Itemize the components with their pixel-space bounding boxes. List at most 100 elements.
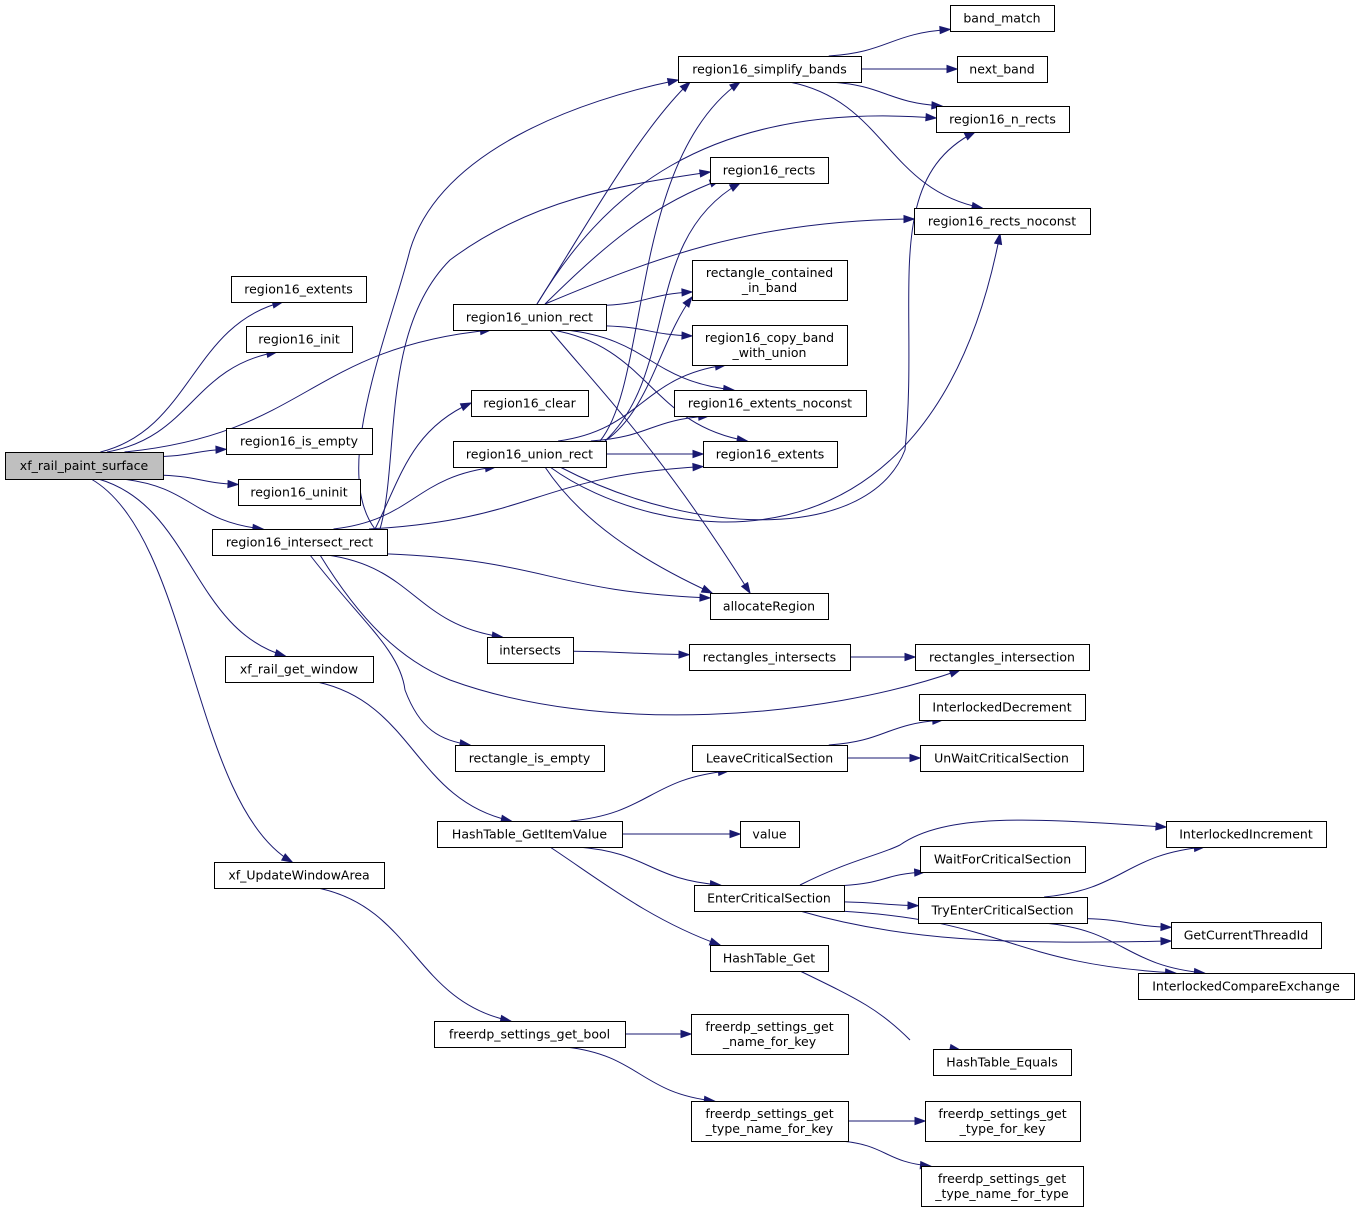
edge-htget-to-value <box>621 829 742 839</box>
node-rectempty[interactable]: rectangle_is_empty <box>455 745 605 772</box>
node-label: InterlockedDecrement <box>932 700 1071 715</box>
node-box <box>925 1101 1081 1142</box>
node-label: region16_clear <box>483 396 576 411</box>
node-layer: xf_rail_paint_surfaceregion16_extentsreg… <box>5 5 1355 1207</box>
node-box <box>710 945 829 972</box>
node-rects[interactable]: region16_rects <box>710 157 829 184</box>
node-box <box>921 1166 1084 1207</box>
node-union1[interactable]: region16_union_rect <box>453 304 607 331</box>
node-label: InterlockedIncrement <box>1179 827 1313 842</box>
node-copyband[interactable]: region16_copy_band_with_union <box>692 325 848 366</box>
node-box <box>914 208 1091 235</box>
node-updwin[interactable]: xf_UpdateWindowArea <box>214 862 385 889</box>
node-union2[interactable]: region16_union_rect <box>453 441 607 468</box>
node-uninit[interactable]: region16_uninit <box>238 479 361 506</box>
node-label: HashTable_GetItemValue <box>452 827 607 842</box>
node-waitcs[interactable]: WaitForCriticalSection <box>920 846 1086 873</box>
node-init[interactable]: region16_init <box>246 326 353 353</box>
node-label: region16_extents_noconst <box>688 396 852 411</box>
node-namekey[interactable]: freerdp_settings_get_name_for_key <box>691 1014 849 1055</box>
node-getbool[interactable]: freerdp_settings_get_bool <box>434 1021 626 1048</box>
edge-simplify-to-nextband <box>861 64 959 74</box>
node-label: InterlockedCompareExchange <box>1152 979 1340 994</box>
edge-intersect-to-clear <box>374 402 473 530</box>
node-intersects[interactable]: intersects <box>487 637 574 664</box>
edge-union2-to-simplify <box>599 81 742 442</box>
node-intersect[interactable]: region16_intersect_rect <box>212 529 388 556</box>
node-box <box>453 304 607 331</box>
node-label: _name_for_key <box>722 1034 817 1049</box>
edge-root-to-isempty <box>162 445 228 457</box>
edge-intersect-to-rects <box>379 169 712 530</box>
node-label: HashTable_Equals <box>946 1055 1057 1070</box>
edge-simplify-to-bandmatch <box>828 25 952 57</box>
node-box <box>936 106 1070 133</box>
node-ext2[interactable]: region16_extents <box>703 441 838 468</box>
node-value[interactable]: value <box>740 821 800 848</box>
node-unwait[interactable]: UnWaitCriticalSection <box>920 745 1084 772</box>
node-label: WaitForCriticalSection <box>934 852 1071 867</box>
node-rcib[interactable]: rectangle_contained_in_band <box>692 260 848 301</box>
node-getwin[interactable]: xf_rail_get_window <box>225 656 374 683</box>
edge-union2-to-ext2 <box>605 449 705 459</box>
node-entercs[interactable]: EnterCriticalSection <box>694 885 845 912</box>
edge-simplify-to-nrects <box>830 81 944 110</box>
node-label: freerdp_settings_get <box>705 1106 833 1121</box>
edge-leavecs-to-ildec <box>828 716 945 746</box>
node-label: freerdp_settings_get <box>938 1171 1066 1186</box>
node-htget[interactable]: HashTable_GetItemValue <box>437 821 623 848</box>
node-tryenter[interactable]: TryEnterCriticalSection <box>918 897 1088 924</box>
node-simplify[interactable]: region16_simplify_bands <box>678 56 862 83</box>
node-box <box>1138 973 1355 1000</box>
node-nextband[interactable]: next_band <box>957 56 1048 83</box>
node-typekey[interactable]: freerdp_settings_get_type_for_key <box>925 1101 1081 1142</box>
node-rectsinter[interactable]: rectangles_intersection <box>915 644 1090 671</box>
edge-root-to-uninit <box>162 474 240 489</box>
node-label: region16_is_empty <box>240 434 359 449</box>
node-root[interactable]: xf_rail_paint_surface <box>5 452 164 480</box>
node-ext1[interactable]: region16_extents <box>231 276 367 303</box>
node-box <box>933 1049 1072 1076</box>
node-label: xf_rail_paint_surface <box>20 458 149 473</box>
edge-union1-to-nrects <box>536 113 938 305</box>
edge-typenamekey-to-typenametype <box>840 1140 932 1170</box>
node-box <box>678 56 862 83</box>
node-box <box>453 441 607 468</box>
node-label: region16_copy_band <box>705 330 834 345</box>
node-typenametype[interactable]: freerdp_settings_get_type_name_for_type <box>921 1166 1084 1207</box>
node-leavecs[interactable]: LeaveCriticalSection <box>692 745 848 772</box>
node-ildec[interactable]: InterlockedDecrement <box>919 694 1086 721</box>
node-box <box>231 276 367 303</box>
edge-getbool-to-typenamekey <box>565 1046 716 1105</box>
edge-union1-to-rectsnc <box>544 214 916 305</box>
edge-root-to-getwin <box>98 478 287 658</box>
edge-union1-to-alloc <box>549 329 751 595</box>
node-bandmatch[interactable]: band_match <box>950 5 1055 32</box>
node-box <box>434 1021 626 1048</box>
node-ilinc[interactable]: InterlockedIncrement <box>1166 821 1327 848</box>
node-label: _type_for_key <box>959 1121 1046 1136</box>
edge-intersect-to-intersects <box>327 554 504 640</box>
node-box <box>1171 922 1322 949</box>
edge-entercs-to-getthread <box>799 910 1173 946</box>
node-isempty[interactable]: region16_is_empty <box>226 428 373 455</box>
node-typenamekey[interactable]: freerdp_settings_get_type_name_for_key <box>691 1101 849 1142</box>
node-hteq[interactable]: HashTable_Equals <box>933 1049 1072 1076</box>
edge-htget-to-leavecs <box>570 767 730 822</box>
node-box <box>471 390 589 417</box>
node-box <box>950 5 1055 32</box>
node-box <box>692 325 848 366</box>
node-label: region16_uninit <box>250 485 347 500</box>
node-alloc[interactable]: allocateRegion <box>710 593 829 620</box>
node-rectsnc[interactable]: region16_rects_noconst <box>914 208 1091 235</box>
node-nrects[interactable]: region16_n_rects <box>936 106 1070 133</box>
node-rectsint[interactable]: rectangles_intersects <box>689 644 851 671</box>
edge-intersect-to-ext2 <box>368 462 705 530</box>
node-htg[interactable]: HashTable_Get <box>710 945 829 972</box>
node-clear[interactable]: region16_clear <box>471 390 589 417</box>
node-ilcmp[interactable]: InterlockedCompareExchange <box>1138 973 1355 1000</box>
node-label: UnWaitCriticalSection <box>934 751 1069 766</box>
node-extnc[interactable]: region16_extents_noconst <box>674 390 867 417</box>
node-getthread[interactable]: GetCurrentThreadId <box>1171 922 1322 949</box>
